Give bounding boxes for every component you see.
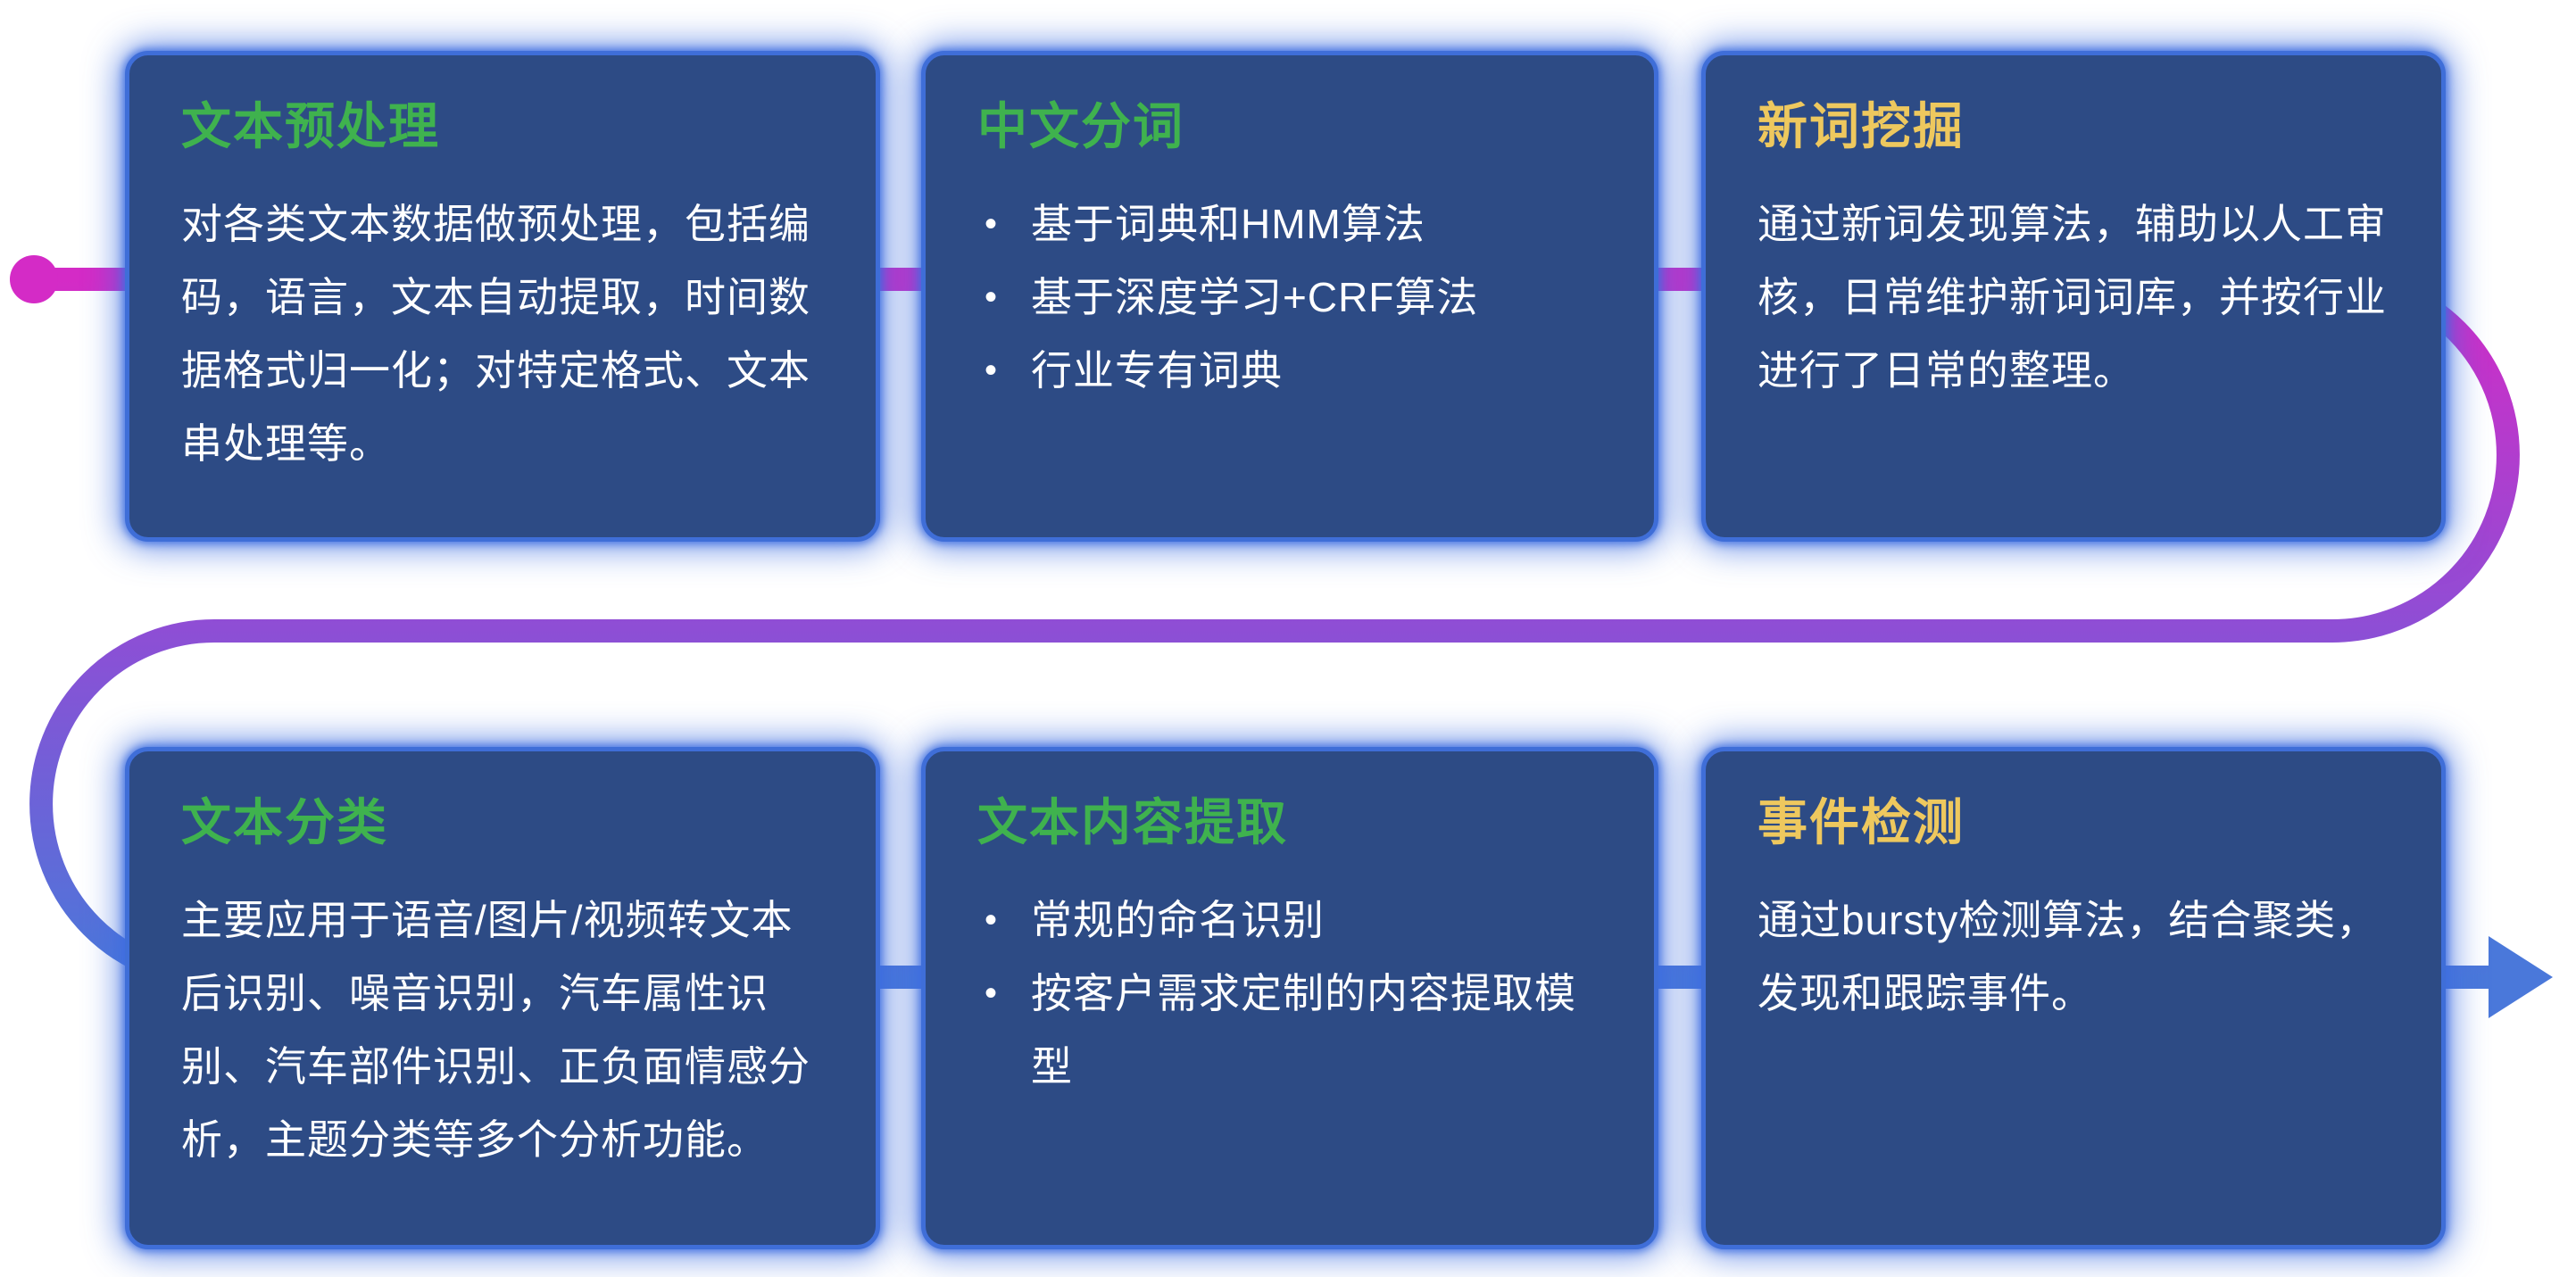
bullet-item: 基于深度学习+CRF算法: [977, 261, 1602, 334]
flow-arrow-icon: [2489, 936, 2553, 1018]
bullet-item: 基于词典和HMM算法: [977, 187, 1602, 261]
card-event-detection: 事件检测 通过bursty检测算法，结合聚类，发现和跟踪事件。: [1701, 747, 2446, 1249]
card-title: 文本内容提取: [977, 794, 1288, 850]
card-bullet-list: 常规的命名识别 按客户需求定制的内容提取模型: [977, 883, 1602, 1103]
bullet-item: 常规的命名识别: [977, 883, 1602, 957]
card-body: 通过新词发现算法，辅助以人工审核，日常维护新词词库，并按行业进行了日常的整理。: [1757, 201, 2387, 394]
card-title: 事件检测: [1757, 794, 1965, 850]
card-title: 中文分词: [977, 98, 1184, 154]
flow-start-dot: [10, 255, 58, 303]
card-body: 主要应用于语音/图片/视频转文本后识别、噪音识别，汽车属性识别、汽车部件识别、正…: [181, 897, 810, 1163]
bullet-item: 行业专有词典: [977, 334, 1602, 407]
flow-path: [29, 268, 2520, 989]
card-title: 文本预处理: [181, 98, 440, 154]
card-title: 文本分类: [181, 794, 388, 850]
card-bullet-list: 基于词典和HMM算法 基于深度学习+CRF算法 行业专有词典: [977, 187, 1602, 407]
card-chinese-word-segmentation: 中文分词 基于词典和HMM算法 基于深度学习+CRF算法 行业专有词典: [921, 51, 1658, 542]
card-new-word-mining: 新词挖掘 通过新词发现算法，辅助以人工审核，日常维护新词词库，并按行业进行了日常…: [1701, 51, 2446, 542]
bullet-item: 按客户需求定制的内容提取模型: [977, 957, 1602, 1103]
card-text-preprocessing: 文本预处理 对各类文本数据做预处理，包括编码，语言，文本自动提取，时间数据格式归…: [125, 51, 880, 542]
card-body: 对各类文本数据做预处理，包括编码，语言，文本自动提取，时间数据格式归一化；对特定…: [181, 201, 810, 467]
card-text-content-extraction: 文本内容提取 常规的命名识别 按客户需求定制的内容提取模型: [921, 747, 1658, 1249]
card-body: 通过bursty检测算法，结合聚类，发现和跟踪事件。: [1757, 897, 2379, 1016]
card-title: 新词挖掘: [1757, 98, 1965, 154]
card-text-classification: 文本分类 主要应用于语音/图片/视频转文本后识别、噪音识别，汽车属性识别、汽车部…: [125, 747, 880, 1249]
